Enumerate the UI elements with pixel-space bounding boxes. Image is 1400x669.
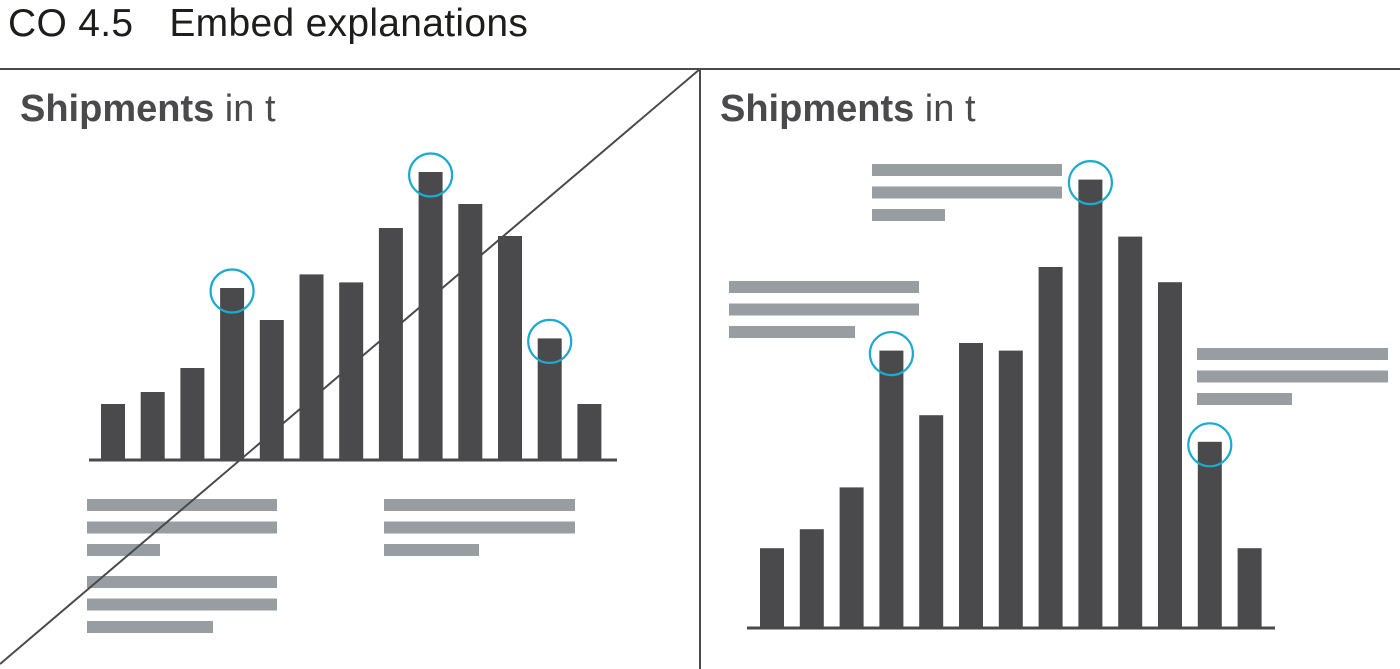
right-highlight-circle-12	[1187, 422, 1233, 468]
left-bar-10	[458, 204, 483, 460]
right-bar-7	[998, 350, 1023, 628]
right-bar-3	[839, 487, 864, 628]
right-bar-chart	[747, 160, 1275, 630]
right-annotations	[729, 164, 1388, 405]
right-annotation-2-line-1	[729, 281, 919, 293]
right-annotation-1-line-3	[872, 209, 945, 221]
right-annotation-3-line-1	[1197, 348, 1388, 360]
figure-title: Embed explanations	[169, 2, 529, 45]
right-bar-5	[919, 415, 944, 628]
left-bar-4	[220, 288, 245, 460]
left-annotation-3-line-1	[87, 576, 277, 588]
right-bar-1	[760, 548, 784, 628]
right-bar-12	[1197, 441, 1222, 628]
right-bar-13	[1237, 548, 1262, 628]
left-bar-8	[378, 228, 403, 460]
right-title-rest: in t	[914, 88, 976, 130]
right-bar-6	[959, 343, 983, 628]
right-annotation-3-line-3	[1197, 393, 1292, 405]
right-bar-8	[1038, 267, 1063, 628]
right-annotation-1-line-1	[872, 164, 1062, 176]
right-bar-9	[1078, 179, 1103, 628]
left-annotations	[87, 499, 575, 633]
right-bar-10	[1118, 236, 1143, 628]
left-baseline	[89, 458, 617, 462]
left-annotation-2-line-1	[384, 499, 575, 511]
right-bar-2	[799, 529, 824, 628]
left-annotation-1-line-2	[87, 521, 277, 534]
center-divider	[699, 68, 701, 669]
right-annotation-2-line-2	[729, 303, 919, 316]
right-annotation-1-line-2	[872, 186, 1062, 199]
left-bar-3	[180, 368, 205, 460]
left-panel-title: Shipments in t	[20, 88, 276, 131]
left-bar-2	[140, 392, 165, 460]
page-title: CO 4.5 Embed explanations	[8, 2, 528, 46]
right-annotation-3-line-2	[1197, 370, 1388, 383]
left-bar-5	[259, 320, 284, 460]
left-annotation-1-line-3	[87, 544, 160, 556]
right-bar-11	[1158, 282, 1182, 628]
left-bar-13	[577, 404, 602, 460]
wrong-strike-line	[0, 68, 701, 665]
left-bar-6	[299, 274, 324, 460]
left-bar-9	[418, 172, 443, 460]
left-annotation-2-line-3	[384, 544, 479, 556]
left-highlight-circle-12	[527, 318, 573, 364]
left-annotation-2-line-2	[384, 521, 575, 534]
right-panel-title: Shipments in t	[720, 88, 976, 131]
left-highlight-circle-4	[209, 268, 255, 314]
left-title-bold: Shipments	[20, 88, 215, 130]
left-annotation-3-line-3	[87, 621, 213, 633]
right-highlight-circle-4	[868, 331, 915, 377]
right-baseline	[747, 626, 1275, 630]
right-bar-4	[879, 350, 904, 628]
left-bar-1	[101, 404, 125, 460]
left-title-rest: in t	[214, 88, 276, 130]
figure-code: CO 4.5	[8, 2, 134, 45]
right-highlight-circle-9	[1067, 160, 1114, 206]
left-bar-12	[537, 338, 562, 460]
right-title-bold: Shipments	[720, 88, 915, 130]
left-bar-11	[498, 236, 522, 460]
left-bar-7	[339, 282, 364, 460]
right-annotation-2-line-3	[729, 326, 855, 338]
left-annotation-3-line-2	[87, 598, 277, 611]
left-annotation-1-line-1	[87, 499, 277, 511]
left-highlight-circle-9	[408, 152, 454, 198]
left-bar-chart	[89, 152, 617, 462]
